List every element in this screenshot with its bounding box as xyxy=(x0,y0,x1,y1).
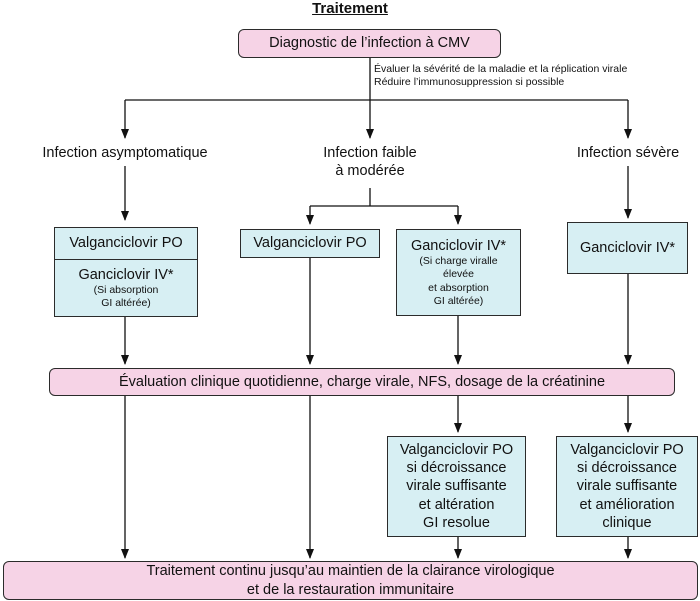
final-box: Traitement continu jusqu’au maintien de … xyxy=(3,561,698,600)
diagnosis-box: Diagnostic de l’infection à CMV xyxy=(238,29,501,58)
mild-iv-box: Ganciclovir IV* (Si charge viralle élevé… xyxy=(396,229,521,316)
asymptomatic-po-label: Valganciclovir PO xyxy=(69,235,183,252)
final-line1: Traitement continu jusqu’au maintien de … xyxy=(146,563,555,580)
switch-severe-line: et amélioration xyxy=(579,496,675,513)
mild-iv-title: Ganciclovir IV* xyxy=(410,238,507,255)
switch-severe-line: clinique xyxy=(602,514,652,531)
switch-severe-line: Valganciclovir PO xyxy=(570,442,684,459)
divider xyxy=(55,259,197,260)
switch-severe-line: si décroissance xyxy=(577,460,677,477)
note-line: Évaluer la sévérité de la maladie et la … xyxy=(374,63,628,75)
evaluation-label: Évaluation clinique quotidienne, charge … xyxy=(118,373,606,390)
asymptomatic-treatment-box: Valganciclovir PO Ganciclovir IV* (Si ab… xyxy=(54,227,198,317)
asymptomatic-iv-note: (Si absorption xyxy=(93,283,159,296)
switch-mild-box: Valganciclovir PO si décroissance virale… xyxy=(387,436,526,537)
mild-iv-note: élevée xyxy=(443,268,474,281)
category-asymptomatic: Infection asymptomatique xyxy=(42,145,208,161)
severe-iv-label: Ganciclovir IV* xyxy=(579,239,676,256)
evaluation-box: Évaluation clinique quotidienne, charge … xyxy=(49,368,675,396)
switch-severe-line: virale suffisante xyxy=(576,478,678,495)
asymptomatic-po-cell: Valganciclovir PO xyxy=(55,228,197,259)
severe-iv-box: Ganciclovir IV* xyxy=(567,222,688,274)
mild-iv-note: (Si charge viralle xyxy=(419,255,498,268)
category-severe: Infection sévère xyxy=(576,145,680,161)
note-line: Réduire l’immunosuppression si possible xyxy=(374,76,565,89)
switch-mild-line: GI resolue xyxy=(423,514,490,531)
mild-po-label: Valganciclovir PO xyxy=(253,235,367,252)
mild-iv-note: et absorption xyxy=(428,281,489,294)
diagnosis-label: Diagnostic de l’infection à CMV xyxy=(269,35,470,52)
category-mild-line2: à modérée xyxy=(335,163,405,180)
category-mild-line1: Infection faible xyxy=(323,145,417,161)
switch-mild-line: Valganciclovir PO xyxy=(399,442,514,459)
switch-mild-line: et altération xyxy=(418,496,495,513)
page-title: Traitement xyxy=(312,0,388,17)
mild-po-box: Valganciclovir PO xyxy=(240,229,380,258)
asymptomatic-iv-cell: Ganciclovir IV* (Si absorption GI altéré… xyxy=(55,260,197,316)
switch-mild-line: virale suffisante xyxy=(406,478,507,495)
category-mild: Infection faible à modérée xyxy=(290,144,450,180)
mild-iv-note: GI altérée) xyxy=(433,294,484,307)
asymptomatic-iv-title: Ganciclovir IV* xyxy=(78,266,174,283)
switch-mild-line: si décroissance xyxy=(406,460,507,477)
switch-severe-box: Valganciclovir PO si décroissance virale… xyxy=(556,436,698,537)
asymptomatic-iv-note: GI altérée) xyxy=(101,297,151,310)
final-line2: et de la restauration immunitaire xyxy=(246,581,455,598)
assessment-notes: Évaluer la sévérité de la maladie et la … xyxy=(374,63,627,89)
